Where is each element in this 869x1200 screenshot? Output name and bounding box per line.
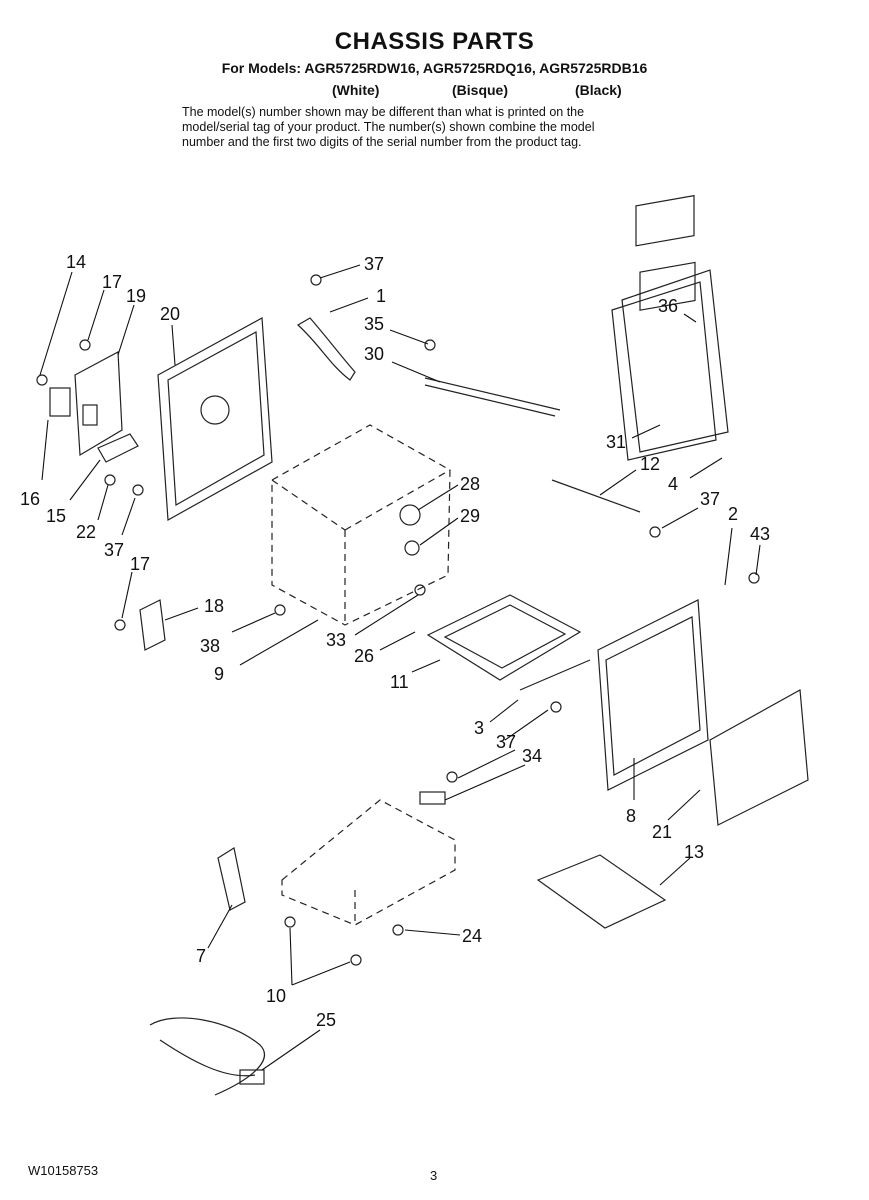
callout-3: 3 [474, 718, 484, 738]
callout-28: 28 [460, 474, 480, 494]
callout-22: 22 [76, 522, 96, 542]
callout-34: 34 [522, 746, 542, 766]
callout-38: 38 [200, 636, 220, 656]
callout-11: 11 [390, 672, 409, 692]
callout-24: 24 [462, 926, 482, 946]
note-line: model/serial tag of your product. The nu… [182, 120, 595, 134]
callout-35: 35 [364, 314, 384, 334]
callout-25: 25 [316, 1010, 336, 1030]
callout-labels: 14 17 19 20 37 1 35 30 36 31 12 4 37 2 4… [20, 252, 770, 1030]
callout-17: 17 [102, 272, 122, 292]
callout-13: 13 [684, 842, 704, 862]
models-line: For Models: AGR5725RDW16, AGR5725RDQ16, … [221, 60, 648, 76]
callout-20: 20 [160, 304, 180, 324]
note-line: number and the first two digits of the s… [182, 135, 582, 149]
callout-1: 1 [376, 286, 386, 306]
callout-14: 14 [66, 252, 86, 272]
callout-15: 15 [46, 506, 66, 526]
leader-lines [39, 264, 761, 1071]
callout-29: 29 [460, 506, 480, 526]
callout-43: 43 [750, 524, 770, 544]
callout-31: 31 [606, 432, 626, 452]
callout-19: 19 [126, 286, 146, 306]
note-line: The model(s) number shown may be differe… [182, 105, 585, 119]
callout-33: 33 [326, 630, 346, 650]
callout-37: 37 [496, 732, 516, 752]
callout-16: 16 [20, 489, 40, 509]
callout-18: 18 [204, 596, 224, 616]
callout-10: 10 [266, 986, 286, 1006]
callout-21: 21 [652, 822, 672, 842]
model-note: The model(s) number shown may be differe… [182, 105, 702, 150]
callout-37: 37 [700, 489, 720, 509]
page-title: CHASSIS PARTS [334, 28, 535, 55]
callout-30: 30 [364, 344, 384, 364]
callout-4: 4 [668, 474, 678, 494]
callout-7: 7 [196, 946, 206, 966]
callout-12: 12 [640, 454, 660, 474]
callout-8: 8 [626, 806, 636, 826]
document-number: W10158753 [28, 1163, 99, 1178]
callout-17: 17 [130, 554, 150, 574]
callout-9: 9 [214, 664, 224, 684]
color-white: (White) [332, 82, 380, 98]
page-number: 3 [430, 1168, 438, 1183]
callout-37: 37 [104, 540, 124, 560]
color-black: (Black) [575, 82, 622, 98]
parts-drawing [36, 194, 809, 1096]
callout-37: 37 [364, 254, 384, 274]
callout-2: 2 [728, 504, 738, 524]
callout-26: 26 [354, 646, 374, 666]
callout-36: 36 [658, 296, 678, 316]
color-bisque: (Bisque) [452, 82, 508, 98]
